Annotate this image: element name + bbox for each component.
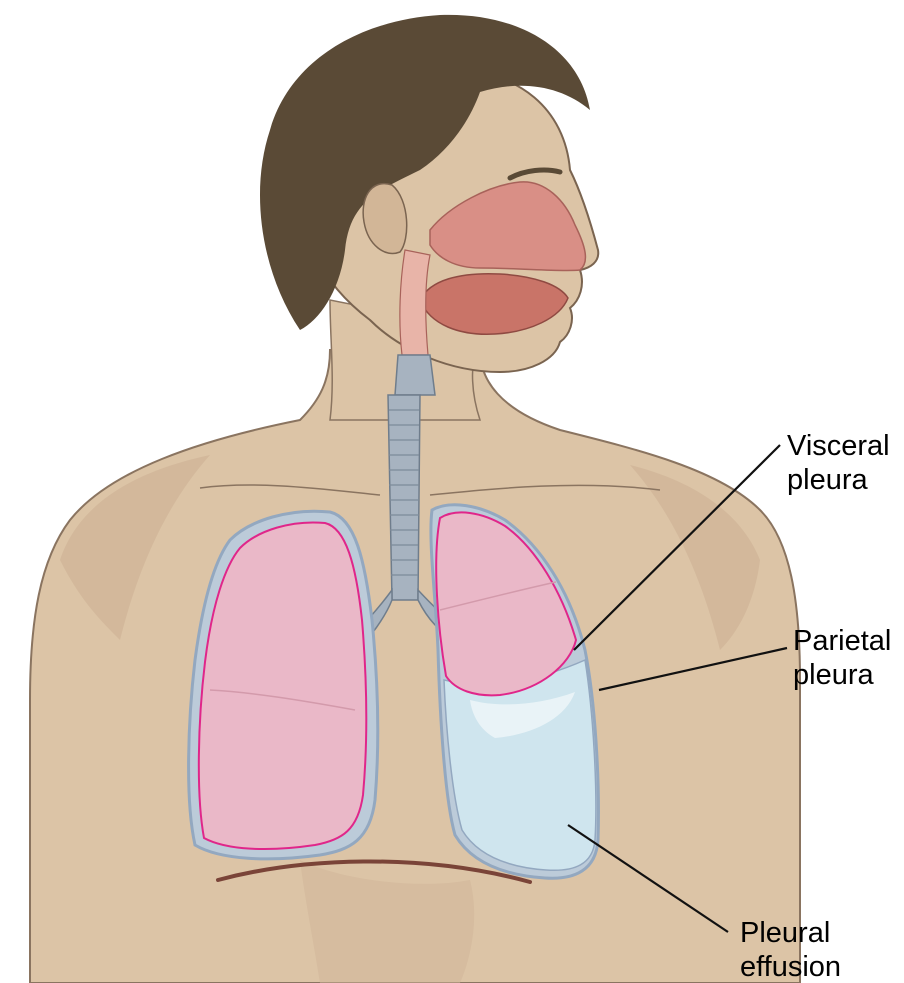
leader-lines xyxy=(567,444,788,933)
eyebrow xyxy=(507,167,563,181)
left-lung-fissure xyxy=(209,689,356,711)
left-lung xyxy=(197,521,368,851)
oral-cavity xyxy=(419,272,569,335)
visceral-leader-line xyxy=(573,444,781,651)
head xyxy=(260,14,600,374)
parietal-pleura-label: Parietal pleura xyxy=(793,625,899,691)
right-clavicle xyxy=(429,484,661,496)
pleural-effusion-label-line2: effusion xyxy=(740,951,841,983)
right-shoulder-shade xyxy=(630,465,760,650)
right-lung-group xyxy=(429,503,600,880)
trachea-tube xyxy=(387,394,421,601)
parietal-leader-line xyxy=(598,646,788,692)
visceral-pleura-label-line2: pleura xyxy=(787,464,868,496)
hair xyxy=(260,14,590,331)
visceral-pleura-label: Visceral pleura xyxy=(787,430,898,496)
pleural-effusion-label-line1: Pleural xyxy=(740,917,830,949)
pleural-effusion-label: Pleural effusion xyxy=(740,917,841,983)
pharynx xyxy=(399,249,431,356)
trachea-rings xyxy=(389,409,419,576)
parietal-pleura-label-line2: pleura xyxy=(793,659,874,691)
ear xyxy=(362,182,408,255)
diaphragm xyxy=(216,859,532,884)
abdomen-shade xyxy=(300,860,475,983)
larynx xyxy=(394,354,436,396)
left-lung-group xyxy=(187,509,380,861)
effusion-highlight xyxy=(470,692,575,738)
left-shoulder-shade xyxy=(60,455,210,640)
nasal-cavity xyxy=(429,181,587,272)
right-lung-fissure xyxy=(439,581,557,611)
effusion-leader-line xyxy=(567,824,729,933)
parietal-pleura-label-line1: Parietal xyxy=(793,625,891,657)
left-clavicle xyxy=(199,484,381,496)
visceral-pleura-label-line1: Visceral xyxy=(787,430,890,462)
right-lung xyxy=(435,511,578,697)
